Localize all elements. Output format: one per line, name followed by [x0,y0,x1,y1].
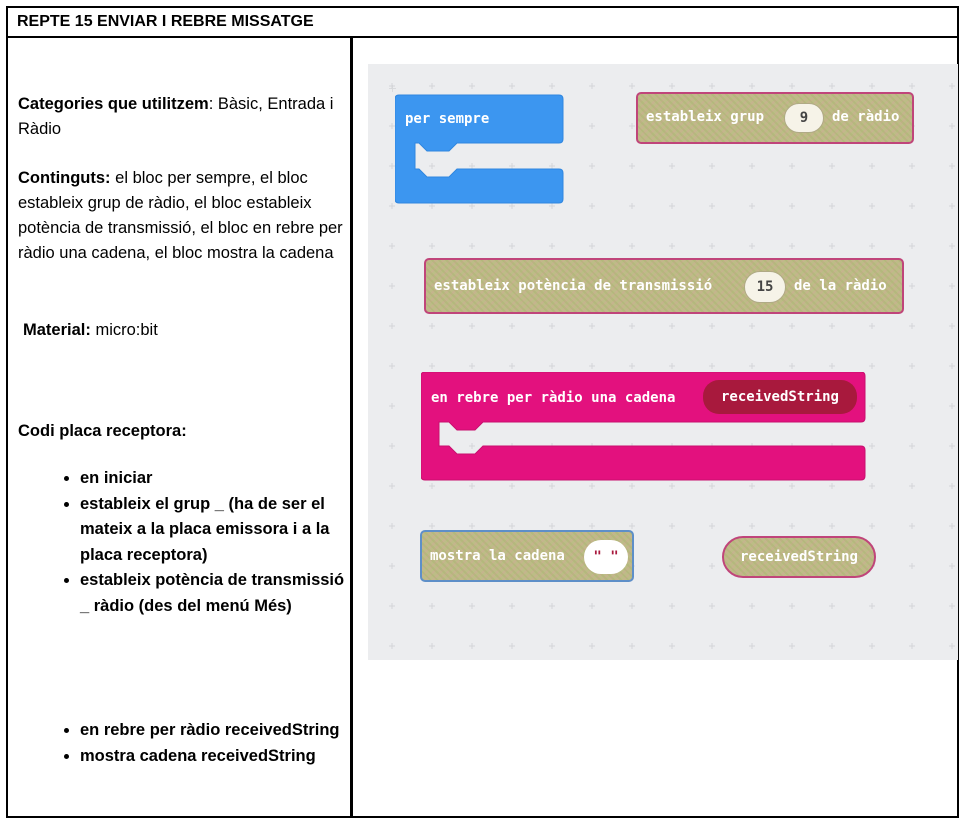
sheet-title: REPTE 15 ENVIAR I REBRE MISSATGE [8,8,957,38]
set-group-label: estableix grup [646,109,765,125]
received-string-param[interactable]: receivedString [703,380,857,414]
contents-paragraph: Continguts: el bloc per sempre, el bloc … [18,166,348,266]
blocks-canvas[interactable]: per sempre estableix grup 9 de ràdio est… [368,64,958,660]
code-column: per sempre estableix grup 9 de ràdio est… [353,38,958,816]
set-power-label: estableix potència de transmissió [434,278,713,294]
description-column: Categories que utilitzem: Bàsic, Entrada… [8,38,353,816]
categories-text: : Bàsic, Entrada i Ràdio [18,95,334,138]
categories-label: Categories que utilitzem [18,95,209,113]
categories-paragraph: Categories que utilitzem: Bàsic, Entrada… [18,92,348,142]
steps-list-1: en iniciar estableix el grup _ (ha de se… [18,466,348,619]
forever-block[interactable] [395,93,565,205]
set-power-suffix: de la ràdio [794,278,887,294]
steps-list-2: en rebre per ràdio receivedString mostra… [18,718,348,769]
list-item: estableix potència de transmissió _ ràdi… [80,568,348,619]
forever-label: per sempre [405,111,490,127]
challenge-sheet: REPTE 15 ENVIAR I REBRE MISSATGE Categor… [6,6,959,818]
set-group-suffix: de ràdio [832,109,900,125]
show-string-label: mostra la cadena [430,548,565,564]
material-text: micro:bit [90,321,158,339]
list-item: en rebre per ràdio receivedString [80,718,348,744]
contents-text: el bloc per sempre, el bloc estableix gr… [18,169,343,262]
on-received-label: en rebre per ràdio una cadena [431,390,676,406]
material-label: Material: [23,321,91,339]
string-value-input[interactable]: " " [584,540,628,574]
received-string-variable[interactable]: receivedString [722,536,876,578]
list-item: estableix el grup _ (ha de ser el mateix… [80,492,348,569]
material-paragraph: Material: micro:bit [23,318,353,343]
group-value-input[interactable]: 9 [784,103,824,133]
contents-label: Continguts: [18,169,111,187]
set-group-block[interactable]: estableix grup 9 de ràdio [636,92,914,144]
set-power-block[interactable]: estableix potència de transmissió 15 de … [424,258,904,314]
list-item: en iniciar [80,466,348,492]
code-heading: Codi placa receptora: [18,422,187,440]
power-value-input[interactable]: 15 [744,271,786,303]
show-string-block[interactable]: mostra la cadena " " [420,530,634,582]
list-item: mostra cadena receivedString [80,744,348,770]
